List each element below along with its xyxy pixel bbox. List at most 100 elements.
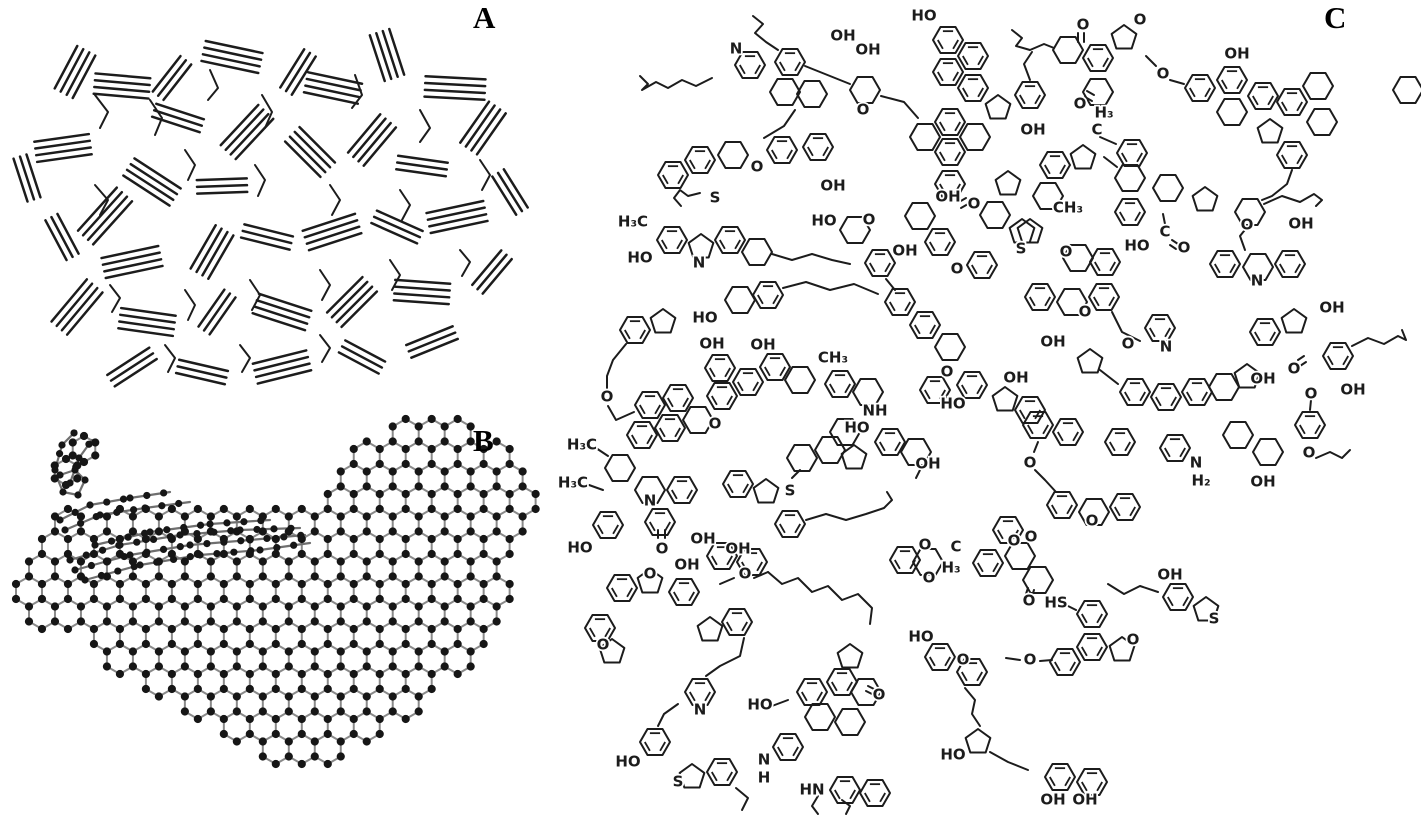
svg-text:HO: HO xyxy=(911,7,936,25)
svg-text:O: O xyxy=(1024,454,1037,472)
svg-text:N: N xyxy=(730,40,743,58)
svg-text:N: N xyxy=(644,492,657,510)
svg-text:HO: HO xyxy=(940,746,965,764)
panel-b-graphene-sheet xyxy=(11,414,540,769)
svg-text:OH: OH xyxy=(1040,333,1065,351)
svg-text:HO: HO xyxy=(567,539,592,557)
svg-text:O: O xyxy=(1241,216,1254,234)
svg-text:HO: HO xyxy=(908,628,933,646)
svg-text:O: O xyxy=(873,686,886,704)
svg-text:HO: HO xyxy=(844,419,869,437)
svg-text:O: O xyxy=(1077,16,1090,34)
svg-text:H₃: H₃ xyxy=(1094,104,1113,122)
svg-text:O: O xyxy=(1178,239,1191,257)
svg-text:O: O xyxy=(1127,631,1140,649)
svg-text:OH: OH xyxy=(892,242,917,260)
svg-text:HO: HO xyxy=(1124,237,1149,255)
svg-text:N: N xyxy=(758,751,771,769)
svg-text:O: O xyxy=(1122,335,1135,353)
svg-text:HO: HO xyxy=(615,753,640,771)
svg-text:OH: OH xyxy=(1072,791,1097,809)
svg-text:H₃C: H₃C xyxy=(618,213,648,231)
svg-text:OH: OH xyxy=(1288,215,1313,233)
svg-text:O: O xyxy=(957,651,970,669)
svg-text:S: S xyxy=(710,189,721,207)
svg-text:H₃C: H₃C xyxy=(558,474,588,492)
svg-text:O: O xyxy=(1008,532,1021,550)
svg-text:C: C xyxy=(1159,223,1170,241)
svg-text:S: S xyxy=(785,482,796,500)
svg-text:O: O xyxy=(1079,303,1092,321)
svg-text:OH: OH xyxy=(674,556,699,574)
svg-text:OH: OH xyxy=(830,27,855,45)
svg-text:H₃C: H₃C xyxy=(567,436,597,454)
svg-text:N: N xyxy=(1160,338,1173,356)
svg-text:HO: HO xyxy=(692,309,717,327)
svg-text:O: O xyxy=(601,388,614,406)
svg-text:OH: OH xyxy=(1319,299,1344,317)
svg-text:OH: OH xyxy=(915,455,940,473)
svg-text:H: H xyxy=(758,769,771,787)
svg-text:O: O xyxy=(1086,512,1099,530)
svg-text:O: O xyxy=(751,158,764,176)
svg-text:OH: OH xyxy=(1250,473,1275,491)
svg-text:S: S xyxy=(1016,240,1027,258)
svg-text:OH: OH xyxy=(1250,370,1275,388)
svg-text:OH: OH xyxy=(1340,381,1365,399)
svg-text:O: O xyxy=(941,363,954,381)
svg-text:O: O xyxy=(739,565,752,583)
svg-text:N: N xyxy=(1251,272,1264,290)
svg-text:S: S xyxy=(1209,610,1220,628)
svg-text:O: O xyxy=(919,536,932,554)
svg-text:O: O xyxy=(1305,385,1318,403)
svg-text:N: N xyxy=(694,701,707,719)
svg-text:O: O xyxy=(968,195,981,213)
svg-text:O: O xyxy=(1025,528,1038,546)
svg-text:O: O xyxy=(1134,11,1147,29)
svg-text:OH: OH xyxy=(1224,45,1249,63)
svg-text:OH: OH xyxy=(1157,566,1182,584)
panel-a-lamellae-schematic xyxy=(12,27,529,388)
svg-text:O: O xyxy=(656,540,669,558)
svg-text:O: O xyxy=(644,565,657,583)
svg-text:HO: HO xyxy=(627,249,652,267)
svg-text:O: O xyxy=(863,211,876,229)
svg-text:OH: OH xyxy=(750,336,775,354)
svg-text:O: O xyxy=(1060,243,1073,261)
svg-text:S: S xyxy=(673,773,684,791)
svg-text:N: N xyxy=(693,254,706,272)
svg-text:OH: OH xyxy=(699,335,724,353)
svg-text:O: O xyxy=(857,101,870,119)
svg-text:OH: OH xyxy=(1003,369,1028,387)
svg-text:O: O xyxy=(1023,592,1036,610)
svg-text:HO: HO xyxy=(811,212,836,230)
svg-text:O: O xyxy=(1288,360,1301,378)
svg-text:C: C xyxy=(950,538,961,556)
svg-text:H₂: H₂ xyxy=(1191,472,1210,490)
panel-a-label: A xyxy=(473,0,496,35)
svg-text:O: O xyxy=(1074,95,1087,113)
panel-c-label: C xyxy=(1324,0,1347,35)
svg-text:O: O xyxy=(709,415,722,433)
svg-text:H₃: H₃ xyxy=(941,559,960,577)
svg-text:OH: OH xyxy=(690,530,715,548)
svg-text:O: O xyxy=(597,636,610,654)
svg-text:HS: HS xyxy=(1044,594,1067,612)
svg-text:CH₃: CH₃ xyxy=(1053,199,1083,217)
svg-text:C: C xyxy=(1091,121,1102,139)
svg-text:O: O xyxy=(923,569,936,587)
svg-text:OH: OH xyxy=(1020,121,1045,139)
svg-text:OH: OH xyxy=(725,540,750,558)
svg-text:O: O xyxy=(951,260,964,278)
svg-text:O: O xyxy=(1157,65,1170,83)
svg-text:HO: HO xyxy=(940,395,965,413)
svg-text:OH: OH xyxy=(855,41,880,59)
svg-text:O: O xyxy=(1303,444,1316,462)
svg-text:NH: NH xyxy=(862,402,887,420)
svg-text:N: N xyxy=(1190,454,1203,472)
svg-text:HO: HO xyxy=(747,696,772,714)
svg-text:OH: OH xyxy=(935,188,960,206)
svg-text:OH: OH xyxy=(820,177,845,195)
